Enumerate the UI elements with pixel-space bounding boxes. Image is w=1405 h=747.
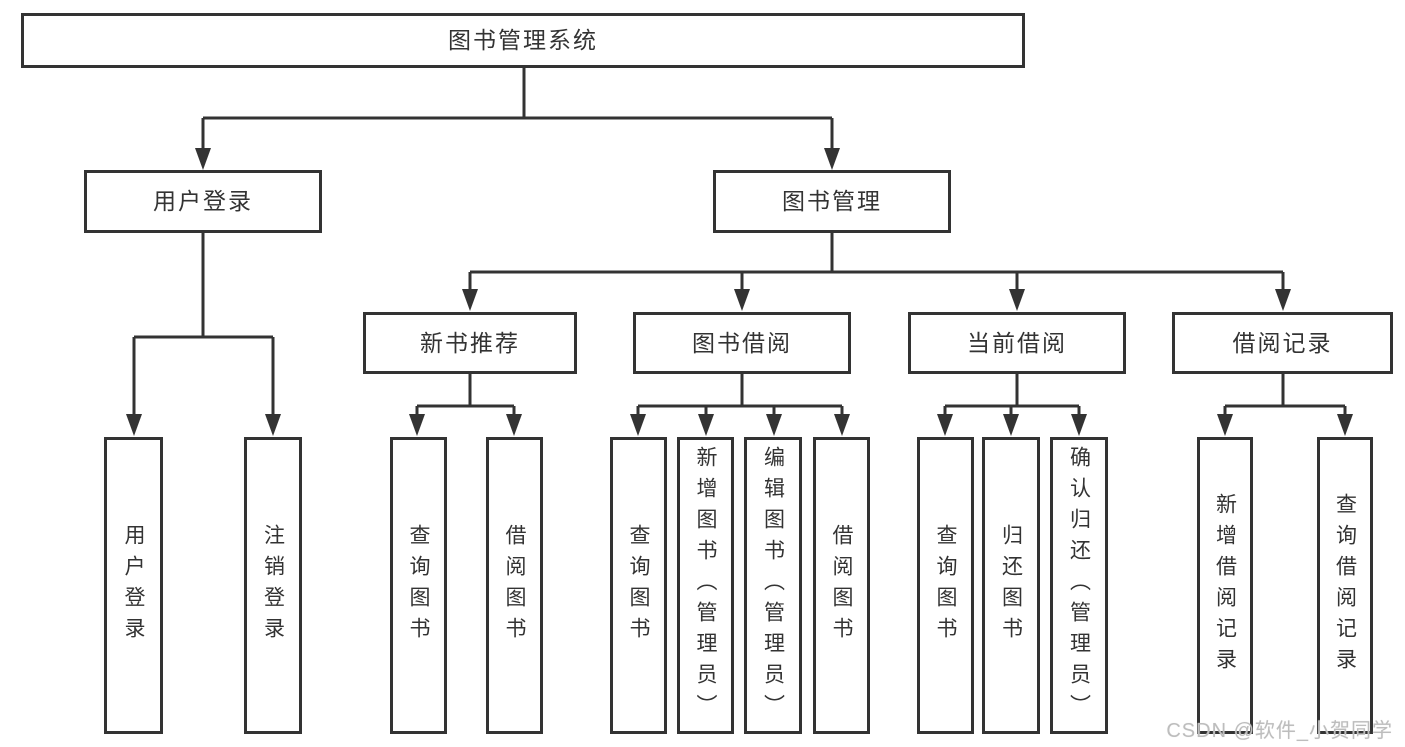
leaf-newbook-borrow-book: 借阅图书 [486,437,543,734]
node-borrow-record-label: 借阅记录 [1232,329,1333,356]
leaf-user-login: 用户登录 [104,437,163,734]
node-book-borrow: 图书借阅 [633,312,851,374]
leaf-logout-login-label: 注销登录 [261,523,285,648]
node-user-login-label: 用户登录 [153,188,253,214]
node-book-management: 图书管理 [713,170,951,233]
connector-bookborrow-to-leaves [636,374,844,416]
leaf-current-query-book-label: 查询图书 [934,523,957,648]
arrowhead-icon [126,414,142,436]
leaf-borrow-add-book-admin-label: 新增图书（管理员） [694,446,717,725]
leaf-borrow-edit-book-admin: 编辑图书（管理员） [744,437,802,734]
leaf-record-add-borrow-record-label: 新增借阅记录 [1213,492,1237,679]
arrowhead-icon [462,289,478,311]
arrowhead-icon [1217,414,1233,436]
arrowhead-icon [824,148,840,170]
arrowhead-icon [834,414,850,436]
node-new-book-recommend: 新书推荐 [363,312,577,374]
arrowhead-icon [766,414,782,436]
node-root-system-label: 图书管理系统 [448,27,598,53]
leaf-record-add-borrow-record: 新增借阅记录 [1197,437,1253,734]
node-borrow-record: 借阅记录 [1172,312,1393,374]
node-root-system: 图书管理系统 [21,13,1025,68]
leaf-borrow-borrow-book-label: 借阅图书 [830,523,853,648]
connector-root-to-level2 [201,68,834,150]
arrowhead-icon [409,414,425,436]
arrowhead-icon [630,414,646,436]
arrowhead-icon [1275,289,1291,311]
leaf-current-return-book: 归还图书 [982,437,1040,734]
watermark: CSDN @软件_小贺同学 [1166,720,1393,742]
leaf-borrow-borrow-book: 借阅图书 [813,437,870,734]
leaf-record-query-borrow-record-label: 查询借阅记录 [1333,492,1357,679]
connector-newbook-to-leaves [415,374,516,416]
node-current-borrow-label: 当前借阅 [967,329,1067,356]
leaf-record-query-borrow-record: 查询借阅记录 [1317,437,1373,734]
node-new-book-recommend-label: 新书推荐 [420,329,520,356]
arrowhead-icon [1337,414,1353,436]
arrowhead-icon [734,289,750,311]
leaf-current-confirm-return-admin: 确认归还（管理员） [1050,437,1108,734]
node-book-management-label: 图书管理 [782,188,882,214]
connector-userlogin-to-leaves [132,233,275,416]
arrowhead-icon [506,414,522,436]
leaf-borrow-query-book-label: 查询图书 [627,523,650,648]
connector-bookmgmt-to-level3 [468,233,1285,291]
leaf-logout-login: 注销登录 [244,437,302,734]
arrowhead-icon [698,414,714,436]
arrowhead-icon [1009,289,1025,311]
leaf-borrow-edit-book-admin-label: 编辑图书（管理员） [761,446,785,725]
leaf-current-confirm-return-admin-label: 确认归还（管理员） [1067,446,1091,725]
connector-borrowrecord-to-leaves [1223,374,1347,416]
node-user-login: 用户登录 [84,170,322,233]
leaf-newbook-query-book: 查询图书 [390,437,447,734]
node-book-borrow-label: 图书借阅 [692,329,792,356]
arrowhead-icon [1071,414,1087,436]
leaf-newbook-borrow-book-label: 借阅图书 [503,523,526,648]
arrowhead-icon [1003,414,1019,436]
connector-currentborrow-to-leaves [943,374,1081,416]
leaf-borrow-query-book: 查询图书 [610,437,667,734]
leaf-user-login-label: 用户登录 [122,523,145,648]
leaf-newbook-query-book-label: 查询图书 [407,523,430,648]
arrowheads [126,148,1353,436]
arrowhead-icon [195,148,211,170]
arrowhead-icon [937,414,953,436]
leaf-current-return-book-label: 归还图书 [999,523,1023,648]
leaf-borrow-add-book-admin: 新增图书（管理员） [677,437,734,734]
arrowhead-icon [265,414,281,436]
node-current-borrow: 当前借阅 [908,312,1126,374]
leaf-current-query-book: 查询图书 [917,437,974,734]
